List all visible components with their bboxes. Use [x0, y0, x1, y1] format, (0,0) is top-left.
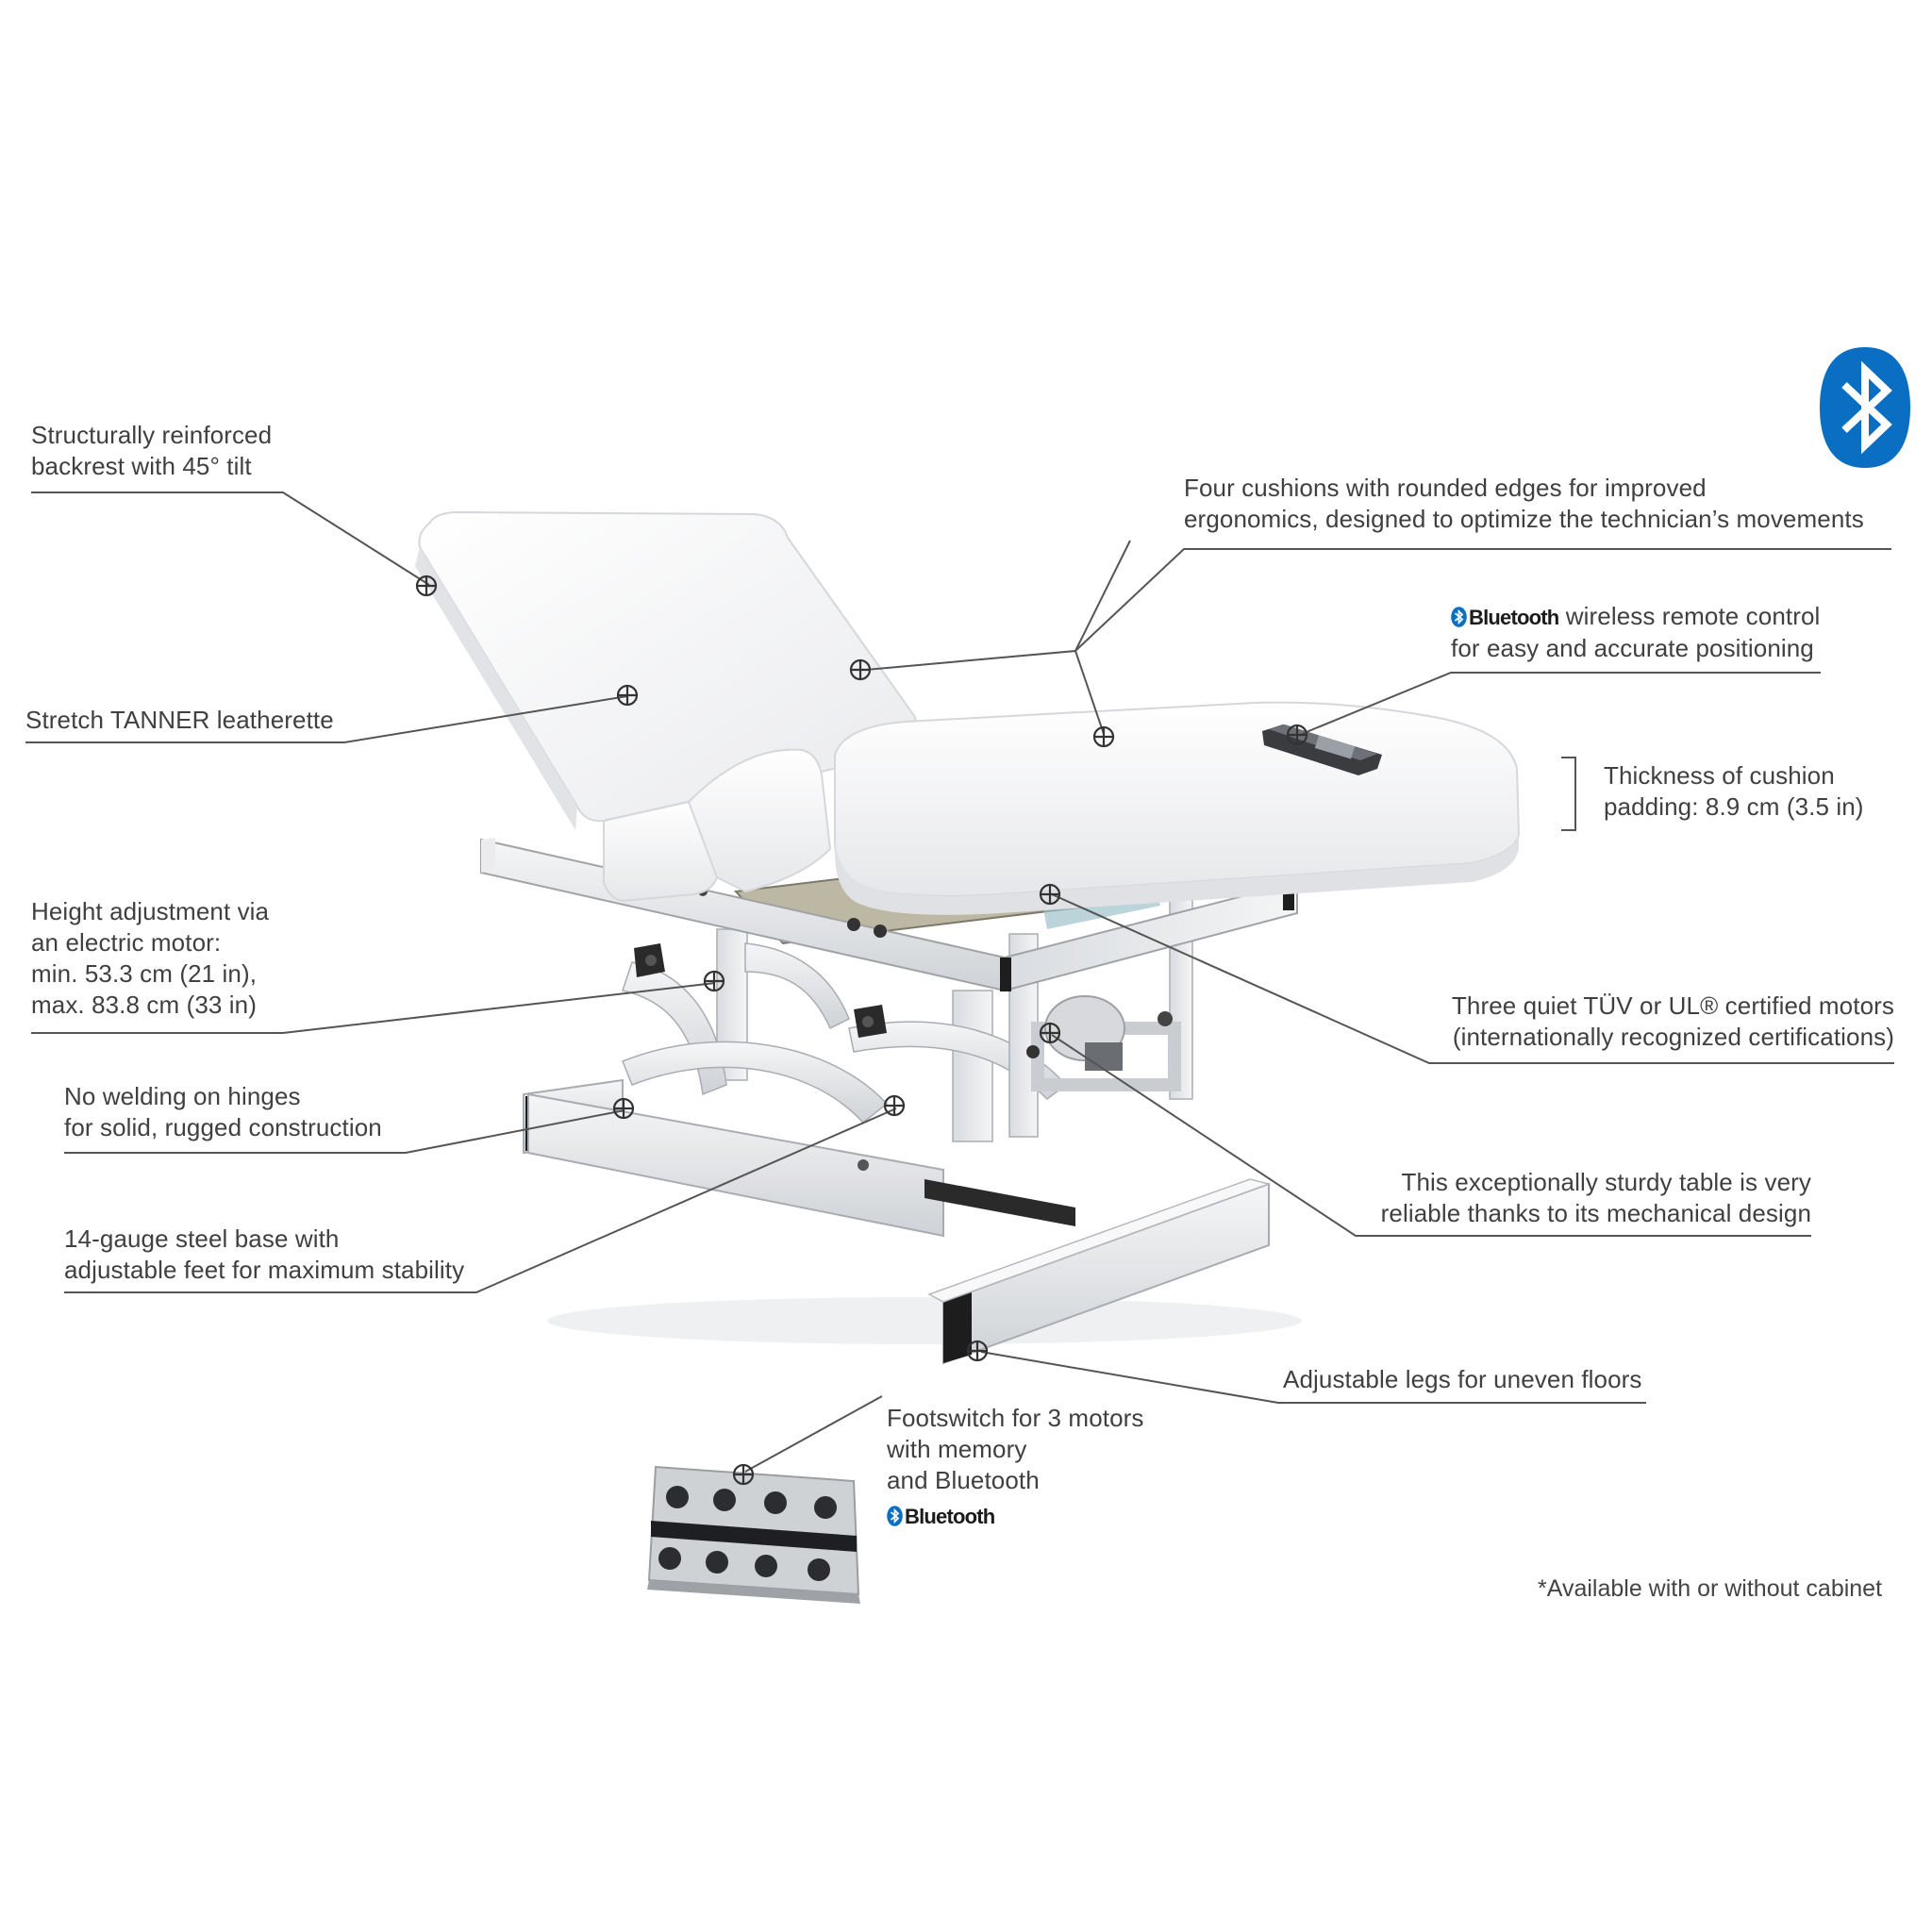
callout-line: with memory [887, 1435, 1027, 1463]
crosshair-marker-icon [1039, 883, 1061, 906]
callout-line: an electric motor: [31, 928, 222, 957]
callout-line: reliable thanks to its mechanical design [1380, 1199, 1811, 1227]
callout-welding: No welding on hinges for solid, rugged c… [64, 1081, 382, 1143]
crosshair-marker-icon [1092, 725, 1115, 748]
callout-remote: Bluetooth wireless remote control for ea… [1451, 601, 1820, 664]
bluetooth-wordmark: Bluetooth [905, 1505, 995, 1528]
callout-steel-base: 14-gauge steel base with adjustable feet… [64, 1224, 464, 1286]
backrest [415, 510, 917, 830]
leader-lines [25, 491, 1894, 1473]
bluetooth-mark-icon [1451, 607, 1467, 627]
crosshair-markers [415, 575, 1308, 1486]
callout-backrest: Structurally reinforced backrest with 45… [31, 420, 272, 482]
bluetooth-wordmark: Bluetooth [1469, 606, 1559, 629]
callout-line: No welding on hinges [64, 1082, 301, 1110]
callout-line: min. 53.3 cm (21 in), [31, 959, 258, 988]
bluetooth-logo-icon [1820, 347, 1910, 468]
crosshair-marker-icon [612, 1097, 635, 1120]
callout-height: Height adjustment via an electric motor:… [31, 896, 269, 1021]
callout-line: Structurally reinforced [31, 421, 273, 449]
callout-footswitch: Footswitch for 3 motors with memory and … [887, 1403, 1144, 1532]
callout-line: ergonomics, designed to optimize the tec… [1184, 505, 1864, 533]
footnote: *Available with or without cabinet [1538, 1575, 1883, 1602]
crosshair-marker-icon [415, 575, 438, 597]
callout-motors: Three quiet TÜV or UL® certified motors … [1443, 991, 1894, 1053]
callout-line: (internationally recognized certificatio… [1452, 1023, 1894, 1051]
crosshair-marker-icon [616, 684, 639, 707]
callout-line: Footswitch for 3 motors [887, 1404, 1144, 1432]
callout-line: for easy and accurate positioning [1451, 634, 1814, 662]
callout-line: Stretch TANNER leatherette [25, 706, 334, 734]
callout-line: for solid, rugged construction [64, 1113, 382, 1141]
callout-line: wireless remote control [1565, 602, 1821, 630]
crosshair-marker-icon [1286, 724, 1308, 746]
bluetooth-mark-icon [887, 1506, 903, 1526]
callout-line: This exceptionally sturdy table is very [1401, 1168, 1811, 1196]
callout-line: 14-gauge steel base with [64, 1224, 340, 1253]
callout-line: and Bluetooth [887, 1466, 1040, 1494]
footswitch-pedal [647, 1465, 860, 1604]
callout-line: Adjustable legs for uneven floors [1283, 1365, 1642, 1393]
callout-line: backrest with 45° tilt [31, 452, 252, 480]
crosshair-marker-icon [1039, 1022, 1061, 1044]
callout-sturdy: This exceptionally sturdy table is very … [1368, 1167, 1811, 1229]
crosshair-marker-icon [732, 1463, 755, 1486]
remote-control [1262, 724, 1382, 775]
callout-line: padding: 8.9 cm (3.5 in) [1604, 792, 1864, 821]
callout-line: Three quiet TÜV or UL® certified motors [1451, 991, 1894, 1020]
callout-line: adjustable feet for maximum stability [64, 1256, 465, 1284]
callout-legs: Adjustable legs for uneven floors [1283, 1364, 1642, 1395]
callout-line: max. 83.8 cm (33 in) [31, 991, 257, 1019]
callout-line: Four cushions with rounded edges for imp… [1184, 474, 1707, 502]
crosshair-marker-icon [703, 970, 725, 992]
table-base [523, 1078, 1302, 1365]
callout-thickness: Thickness of cushion padding: 8.9 cm (3.… [1604, 760, 1864, 823]
callout-line: Height adjustment via [31, 897, 270, 925]
crosshair-marker-icon [883, 1094, 906, 1117]
callout-cushions: Four cushions with rounded edges for imp… [1184, 473, 1864, 535]
callout-leatherette: Stretch TANNER leatherette [25, 705, 334, 736]
callout-line: Thickness of cushion [1604, 761, 1835, 790]
crosshair-marker-icon [849, 658, 872, 681]
crosshair-marker-icon [966, 1340, 989, 1362]
